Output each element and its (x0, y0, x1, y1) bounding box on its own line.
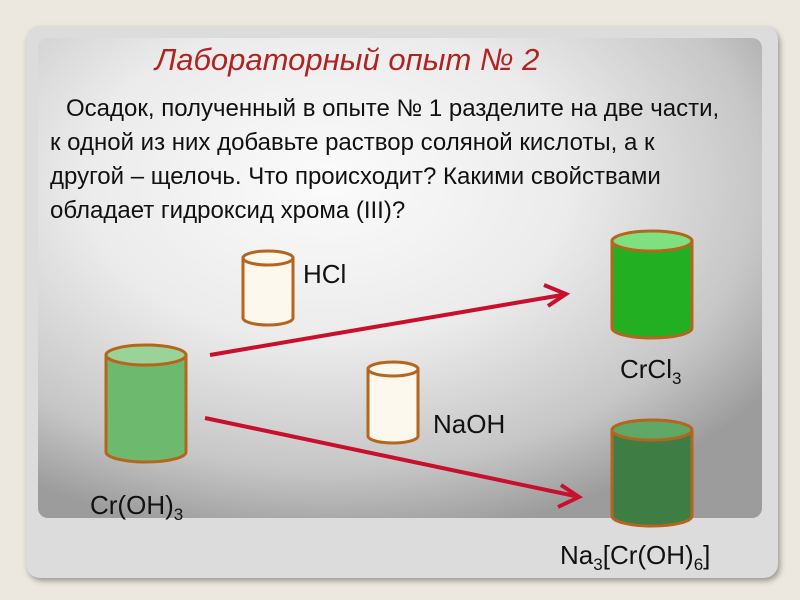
beaker-complex (610, 418, 694, 528)
beaker-crcl3-body (610, 239, 694, 340)
arrow-to-complex (204, 416, 584, 509)
product-alkali-formula: Na3[Cr(OH)6] (560, 540, 711, 574)
slide-title: Лабораторный опыт № 2 (155, 42, 540, 77)
product-acid-formula: CrCl3 (620, 354, 682, 388)
beaker-complex-body (610, 428, 694, 528)
beaker-crcl3 (610, 229, 694, 340)
task-text: Осадок, полученный в опыте № 1 разделите… (50, 95, 720, 224)
arrow-to-crcl3 (209, 283, 571, 357)
beaker-croh3-body (104, 353, 188, 464)
start-formula: Cr(OH)3 (90, 490, 184, 524)
reagent-alkali-label: NaOH (433, 409, 506, 439)
reagent-acid-label: HCl (303, 259, 347, 289)
beaker-naoh (366, 360, 420, 445)
beaker-croh3 (104, 343, 188, 464)
beaker-hcl (241, 249, 295, 327)
